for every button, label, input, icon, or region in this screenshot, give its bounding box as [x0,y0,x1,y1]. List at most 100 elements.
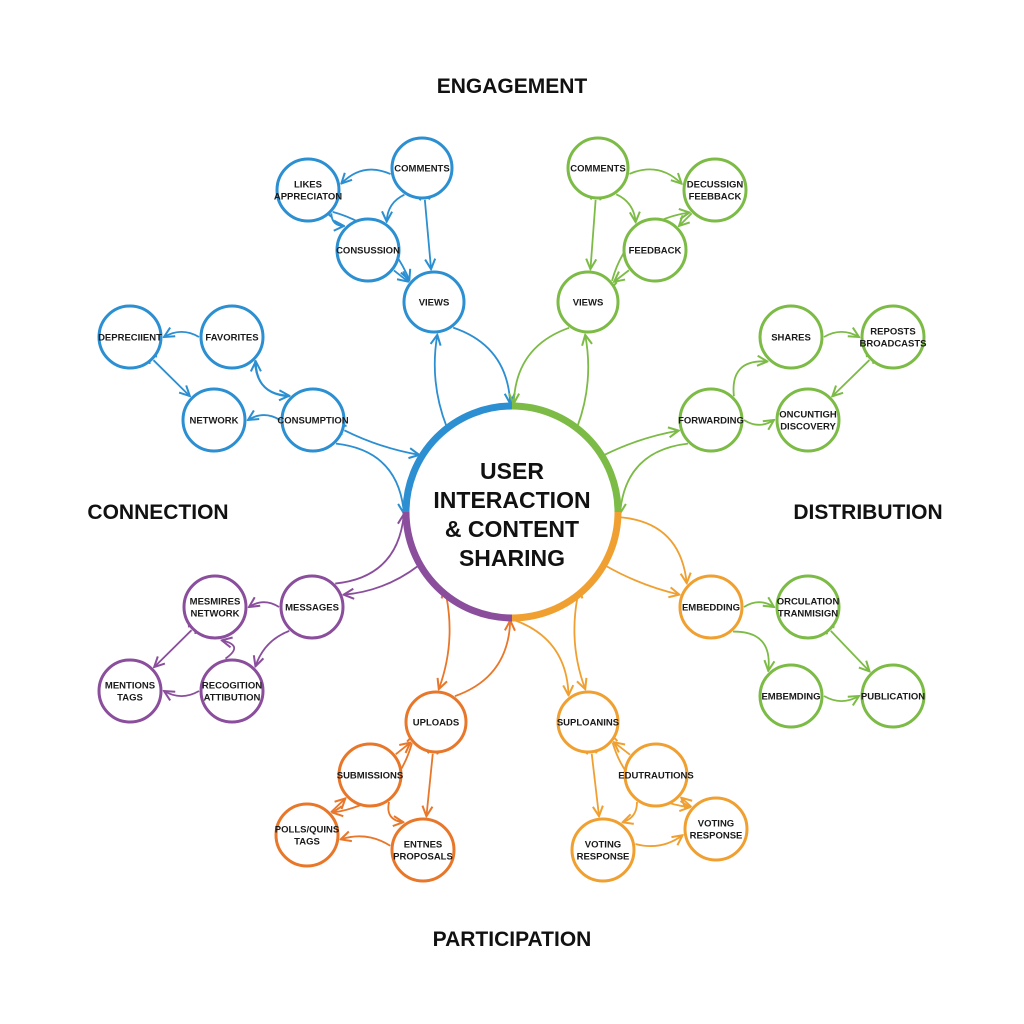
node-circle [275,157,341,223]
node-label: NETWORK [189,416,238,427]
node-label: NETWORK [190,609,239,620]
node-label: ONCUNTIGH [779,410,837,421]
section-title-participation: PARTICIPATION [433,928,592,951]
node-label: VOTING [585,840,621,851]
section-title-connection: CONNECTION [87,501,228,524]
node-label: TAGS [117,693,143,704]
edge-hub-150-to-p_messages [344,566,419,595]
center-arc-connection [402,511,513,622]
node-label: DEPRECIIENT [98,333,162,344]
node-label: REPOSTS [870,327,915,338]
node-r-uploads: UPLOADS [404,690,468,754]
node-circle [775,387,841,453]
node-label: FEEBBACK [689,192,742,203]
node-b-consumption: CONSUMPTION [277,387,349,453]
node-label: MESSAGES [285,603,339,614]
node-label: FORWARDING [678,416,744,427]
edge-b_comments-to-b_consussion [387,193,405,222]
node-o-edutrautions: EDUTRAUTIONS [618,742,694,808]
edge-g_views-to-hub-270 [514,326,570,404]
edge-b_favorites-to-b_consumption [254,360,289,396]
node-label: ATTIBUTION [204,693,261,704]
node-b-depreciient: DEPRECIIENT [97,304,163,370]
node-circle [623,742,689,808]
node-circle [556,690,620,754]
node-circle [682,157,748,223]
node-circle [274,802,340,868]
section-title-distribution: DISTRIBUTION [793,501,942,524]
node-g-comments: COMMENTS [566,136,630,200]
node-label: ORCULATION [777,597,840,608]
node-label: RESPONSE [577,852,630,863]
node-label: TRANMISIGN [778,609,838,620]
node-label: VIEWS [419,298,450,309]
node-label: PROPOSALS [393,852,453,863]
center-title-line-3: & CONTENT [445,516,579,542]
node-b-network: NETWORK [181,387,247,453]
node-circle [678,574,744,640]
edge-p_mesnires-to-p_mentions [154,630,191,667]
node-label: COMMENTS [570,164,625,175]
edge-o_embedding-to-g_embemding [733,630,769,671]
node-circle [335,217,401,283]
node-label: DISCOVERY [780,422,836,433]
node-label: ENTNES [404,840,443,851]
node-circle [97,304,163,370]
node-g-embemding: EMBEMDING [758,663,824,729]
edge-o_edutrautions-to-o_voting1 [623,801,638,822]
node-o-suploanins: SUPLOANINS [556,690,620,754]
edge-p_messages-to-p_mesnires [249,602,280,607]
node-label: CONSUMPTION [277,416,348,427]
node-label: FEEDBACK [629,246,682,257]
node-label: MESMIRES [190,597,241,608]
node-label: EDUTRAUTIONS [618,771,693,782]
node-label: BROADCASTS [859,339,926,350]
node-g-publication: PUBLICATION [860,663,926,729]
node-label: POLLS/QUINS [275,825,339,836]
edge-b_consumption-to-b_favorites [256,361,290,398]
center-hub-fill [406,406,618,618]
node-g-feedback: FEEDBACK [622,217,688,283]
node-label: RESPONSE [690,831,743,842]
edge-p_recognition-to-p_mentions [164,691,200,696]
edge-g_circulation-to-g_publication [831,631,870,672]
edges-layer [153,168,870,847]
node-label: VIEWS [573,298,604,309]
edge-hub-308-to-g_views [577,335,588,427]
edge-hub-328-to-g_forwarding [604,431,679,456]
node-label: FAVORITES [205,333,258,344]
node-b-comments: COMMENTS [390,136,454,200]
node-circle [678,387,744,453]
edge-b_consussion-to-b_views [393,269,408,281]
node-circle [390,136,454,200]
edge-g_comments-to-g_decussign [629,168,681,183]
edge-hub-2-to-o_embedding [619,516,686,583]
center-title-line-2: INTERACTION [433,487,590,513]
edge-b_views-to-hub-270 [452,326,510,404]
node-g-views: VIEWS [556,270,620,334]
node-r-submissions: SUBMISSIONS [337,742,403,808]
node-circle [758,663,824,729]
node-circle [280,387,346,453]
node-circle [279,574,345,640]
edge-b_consumption-to-b_network [248,415,281,420]
node-circle [181,387,247,453]
node-circle [337,742,403,808]
node-circle [860,304,926,370]
node-b-favorites: FAVORITES [199,304,265,370]
edge-g_feedback-to-g_views [614,269,630,282]
node-label: APPRECIATON [274,192,342,203]
edge-g_forwarding-to-g_shares [732,361,768,397]
node-label: PUBLICATION [861,692,925,703]
node-label: SHARES [771,333,811,344]
node-circle [182,574,248,640]
node-label: UPLOADS [413,718,459,729]
node-label: DECUSSIGN [687,180,744,191]
